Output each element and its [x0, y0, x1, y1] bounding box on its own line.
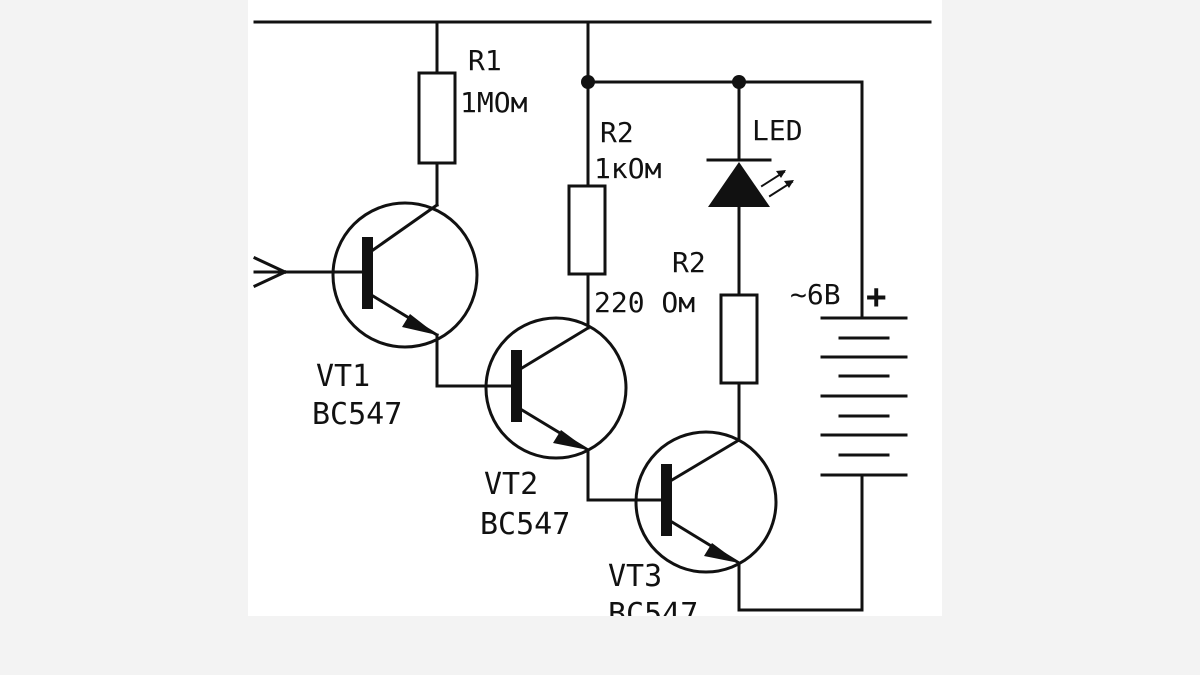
battery-voltage: ~6B: [790, 278, 841, 311]
r2-value: 1кOм: [594, 152, 662, 185]
battery-plus: +: [866, 277, 886, 317]
r1-name: R1: [468, 44, 502, 77]
vt1-part: BC547: [312, 397, 402, 432]
r1-value: 1MOм: [460, 86, 528, 119]
bottom-mask: [248, 616, 942, 675]
transistor-vt2: [484, 316, 663, 502]
vt3-name: VT3: [608, 559, 662, 594]
led-diode-icon: [708, 162, 770, 207]
schematic-panel: [248, 0, 942, 675]
resistor-r3: [719, 293, 759, 385]
r3-value: 220 Oм: [594, 286, 695, 319]
transistor-vt1: [253, 201, 513, 388]
led-name: LED: [752, 114, 803, 147]
r1-branch: [370, 20, 457, 253]
r2-branch: [519, 80, 607, 371]
vt1-name: VT1: [316, 359, 370, 394]
r3-name: R2: [672, 246, 706, 279]
led-branch: [669, 80, 794, 483]
battery-icon: [820, 80, 908, 612]
resistor-r1: [417, 71, 457, 165]
vt2-name: VT2: [484, 467, 538, 502]
r2-name: R2: [600, 116, 634, 149]
transistor-vt3: [634, 430, 864, 612]
resistor-r2: [567, 184, 607, 276]
vt2-part: BC547: [480, 507, 570, 542]
